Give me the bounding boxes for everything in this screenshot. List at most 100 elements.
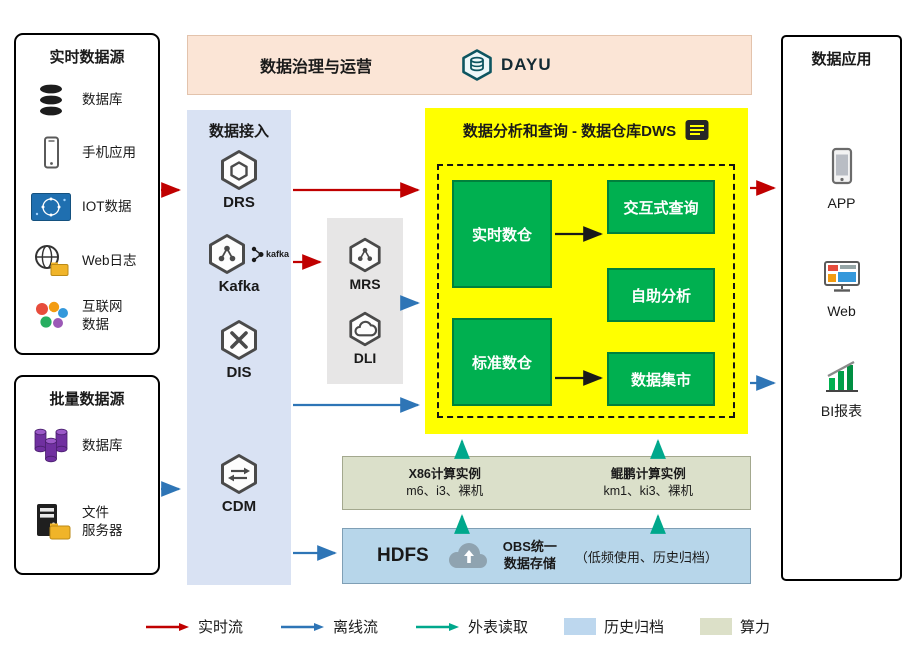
hdfs-title: HDFS <box>377 545 429 566</box>
node-standard-warehouse: 标准数仓 <box>452 318 552 406</box>
ingestion-title: 数据接入 <box>208 123 269 140</box>
node-data-mart: 数据集市 <box>607 352 715 406</box>
web-app-icon <box>823 261 860 292</box>
ingestion-panel: 数据接入 DRS <box>187 110 291 585</box>
processing-panel: MRS DLI <box>327 218 403 384</box>
service-label: DLI <box>353 350 377 366</box>
history-archive-swatch <box>564 618 596 635</box>
source-label: 文件 服务器 <box>82 505 123 538</box>
source-item-file-server: 文件 服务器 <box>28 501 152 543</box>
source-label: 数据库 <box>82 92 123 108</box>
kafka-logo: kafka <box>251 246 289 263</box>
service-label: MRS <box>349 276 381 292</box>
obs-line1: OBS统一 <box>502 539 557 555</box>
kafka-logo-icon <box>251 246 264 262</box>
dayu-icon <box>462 49 492 81</box>
document-icon <box>685 120 709 140</box>
database-icon <box>28 79 74 121</box>
file-server-icon <box>28 501 74 543</box>
dws-inner-boundary <box>437 164 735 418</box>
cdm-icon <box>221 454 257 494</box>
compute-title: X86计算实例 <box>408 466 481 481</box>
storage-panel: HDFS OBS统一 数据存储 （低频使用、历史归档） <box>342 528 751 584</box>
mrs-icon <box>349 237 381 273</box>
iot-icon <box>28 186 74 228</box>
legend-label: 离线流 <box>332 619 378 636</box>
node-label: 标准数仓 <box>471 354 532 372</box>
legend-item-offline-flow: 离线流 <box>279 616 378 637</box>
dws-panel: 数据分析和查询 - 数据仓库DWS 实时数仓 标准数仓 交互式查询 自助分析 数… <box>425 108 748 434</box>
source-label: Web日志 <box>82 253 137 269</box>
compute-kunpeng: 鲲鹏计算实例 km1、ki3、裸机 <box>547 457 751 509</box>
source-label: IOT数据 <box>82 199 132 215</box>
service-mrs: MRS <box>327 236 403 292</box>
app-label: BI报表 <box>820 403 863 419</box>
kafka-icon <box>208 234 245 274</box>
obs-line2: 数据存储 <box>503 556 556 571</box>
legend-item-external-read: 外表读取 <box>414 616 528 637</box>
dli-icon <box>349 311 381 347</box>
service-dli: DLI <box>327 310 403 366</box>
service-label: DIS <box>226 364 252 381</box>
realtime-sources-panel: 实时数据源 数据库 手机应用 <box>14 33 160 355</box>
dis-icon <box>221 320 257 360</box>
obs-cloud-icon <box>448 543 487 568</box>
governance-banner: 数据治理与运营 DAYU <box>187 35 752 95</box>
compute-specs: km1、ki3、裸机 <box>603 484 694 498</box>
batch-database-icon <box>28 425 74 467</box>
source-label: 数据库 <box>82 438 123 454</box>
source-item-weblog: Web日志 <box>28 240 152 282</box>
legend-label: 算力 <box>740 619 771 636</box>
bi-report-icon <box>825 360 858 392</box>
realtime-sources-title: 实时数据源 <box>49 49 125 66</box>
service-drs: DRS <box>187 148 291 211</box>
obs-label: OBS统一 数据存储 <box>503 539 557 573</box>
source-item-mobile: 手机应用 <box>28 132 152 174</box>
dayu-logo: DAYU <box>460 48 552 82</box>
applications-panel: 数据应用 APP Web <box>781 35 902 581</box>
source-item-database: 数据库 <box>28 79 152 121</box>
node-label: 数据集市 <box>630 371 691 389</box>
legend-item-realtime-flow: 实时流 <box>144 616 243 637</box>
app-icon <box>831 147 852 185</box>
governance-title: 数据治理与运营 <box>260 59 373 76</box>
node-label: 实时数仓 <box>471 226 532 244</box>
service-dis: DIS <box>187 318 291 381</box>
mobile-app-icon <box>28 132 74 174</box>
source-item-iot: IOT数据 <box>28 186 152 228</box>
obs-note: （低频使用、历史归档） <box>574 549 718 565</box>
dayu-label: DAYU <box>501 55 552 74</box>
batch-sources-title: 批量数据源 <box>49 391 125 408</box>
batch-sources-panel: 批量数据源 数据库 <box>14 375 160 575</box>
compute-specs: m6、i3、裸机 <box>406 484 484 498</box>
source-label: 手机应用 <box>82 145 136 161</box>
app-label: APP <box>827 195 856 211</box>
compute-x86: X86计算实例 m6、i3、裸机 <box>343 457 547 509</box>
web-log-icon <box>28 240 74 282</box>
node-label: 自助分析 <box>630 287 691 305</box>
app-item-bi: BI报表 <box>783 359 900 420</box>
compute-power-swatch <box>700 618 733 635</box>
service-label: Kafka <box>218 278 260 295</box>
service-kafka: kafka Kafka <box>187 232 291 295</box>
app-item-web: Web <box>783 259 900 320</box>
node-realtime-warehouse: 实时数仓 <box>452 180 552 288</box>
service-label: DRS <box>223 194 255 211</box>
legend-item-compute-power: 算力 <box>700 616 770 637</box>
compute-title: 鲲鹏计算实例 <box>610 466 686 481</box>
dws-title-row: 数据分析和查询 - 数据仓库DWS <box>425 118 748 142</box>
service-cdm: CDM <box>187 452 291 515</box>
source-item-batch-database: 数据库 <box>28 425 152 467</box>
node-label: 交互式查询 <box>623 199 699 217</box>
source-label: 互联网 数据 <box>82 299 123 332</box>
legend-item-history-archive: 历史归档 <box>564 616 664 637</box>
node-self-service-analysis: 自助分析 <box>607 268 715 322</box>
app-label: Web <box>827 303 856 319</box>
app-item-app: APP <box>783 147 900 212</box>
internet-data-icon <box>28 295 74 337</box>
kafka-logo-text: kafka <box>265 249 290 259</box>
legend-label: 历史归档 <box>604 619 665 636</box>
service-label: CDM <box>221 498 257 515</box>
source-item-internet: 互联网 数据 <box>28 295 152 337</box>
